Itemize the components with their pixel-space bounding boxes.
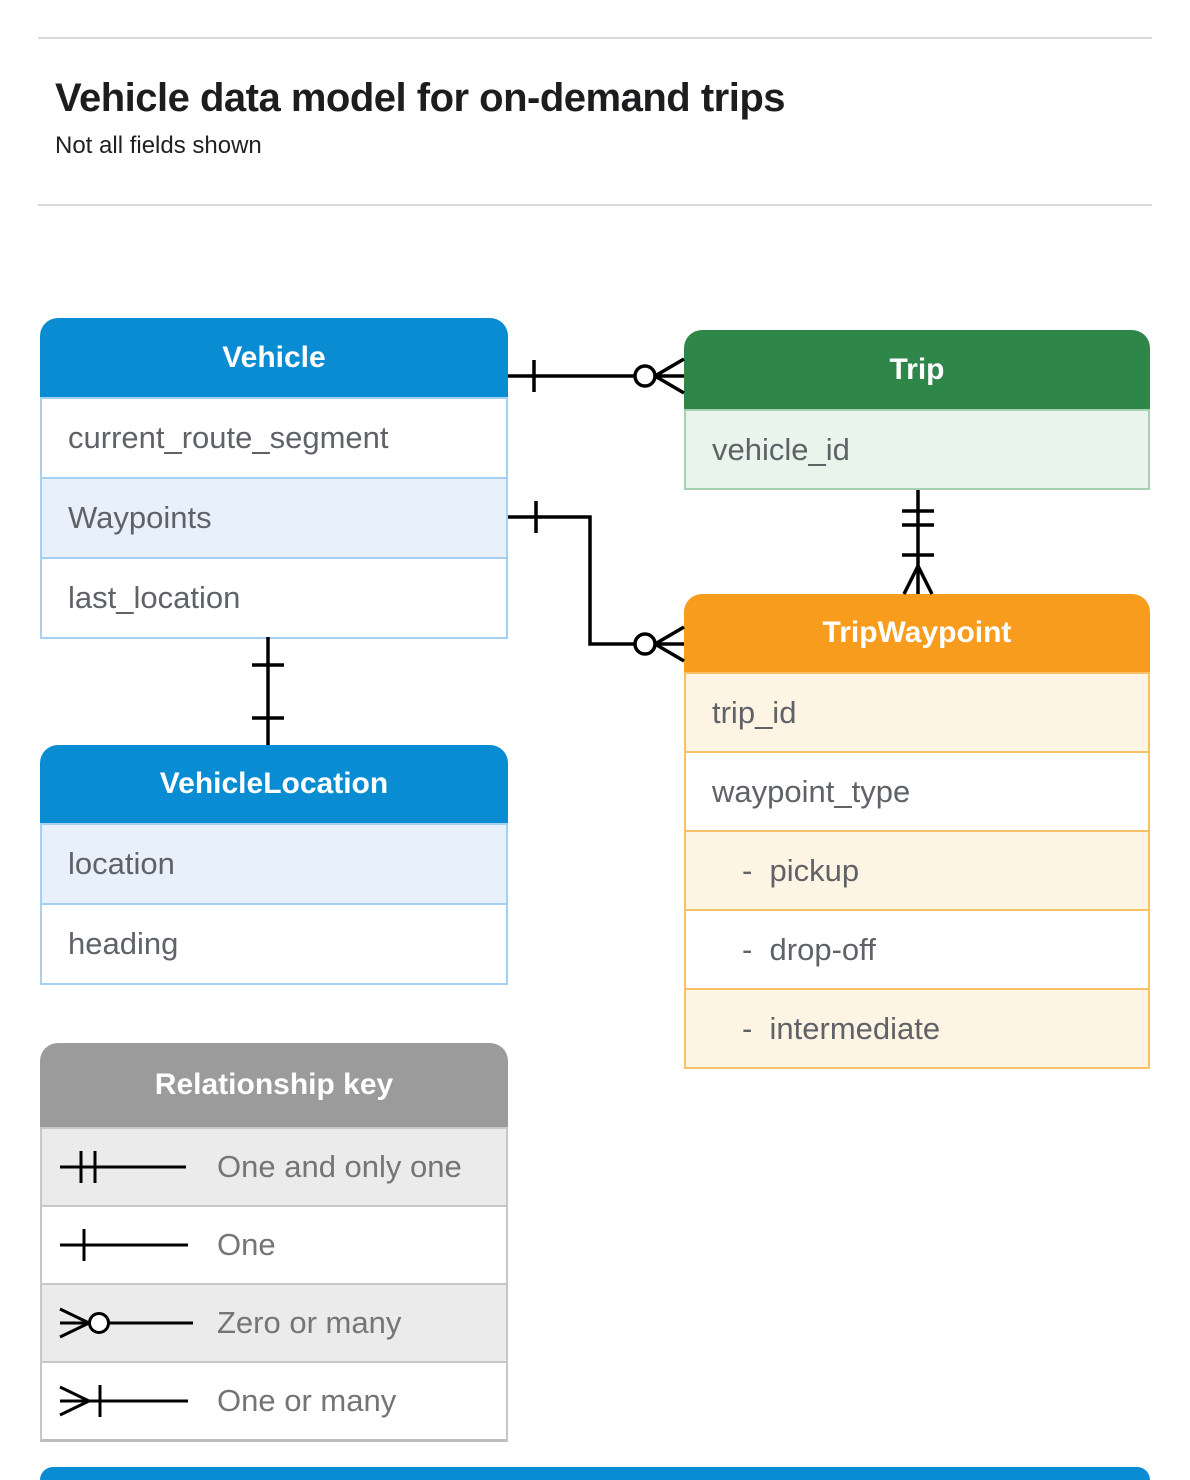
- field-trip-id: trip_id: [686, 674, 1148, 751]
- tripwaypoint-table-body: trip_id waypoint_type - pickup - drop-of…: [684, 672, 1150, 1069]
- zero-or-many-icon: [59, 1307, 193, 1339]
- relationship-key-body: One and only one One Zero or many One or…: [40, 1127, 508, 1442]
- field-vehicle-id: vehicle_id: [686, 411, 1148, 488]
- page-subtitle: Not all fields shown: [55, 132, 262, 159]
- trip-table: Trip vehicle_id: [684, 330, 1150, 490]
- field-last-location: last_location: [42, 557, 506, 637]
- key-row-one-and-only-one: One and only one: [42, 1129, 506, 1205]
- relationship-key-header: Relationship key: [40, 1043, 508, 1127]
- vehicle-table-header: Vehicle: [40, 318, 508, 397]
- vehicle-table: Vehicle current_route_segment Waypoints …: [40, 318, 508, 639]
- field-waypoints: Waypoints: [42, 477, 506, 557]
- trip-table-title: Trip: [889, 352, 945, 386]
- next-table-header-partial: [40, 1467, 1150, 1480]
- key-row-one: One: [42, 1205, 506, 1283]
- one-icon: [60, 1229, 188, 1261]
- key-label: One or many: [217, 1383, 397, 1418]
- trip-table-header: Trip: [684, 330, 1150, 409]
- connector-waypoints-tripwaypoint: [508, 501, 685, 663]
- vehiclelocation-table-body: location heading: [40, 823, 508, 985]
- key-row-one-or-many: One or many: [42, 1361, 506, 1439]
- key-label: Zero or many: [217, 1305, 402, 1340]
- enum-pickup: - pickup: [686, 830, 1148, 909]
- relationship-key: Relationship key One and only one One Ze…: [40, 1043, 508, 1442]
- field-current-route-segment: current_route_segment: [42, 399, 506, 477]
- enum-intermediate: - intermediate: [686, 988, 1148, 1067]
- enum-drop-off: - drop-off: [686, 909, 1148, 988]
- vehicle-table-body: current_route_segment Waypoints last_loc…: [40, 397, 508, 639]
- key-label: One and only one: [217, 1149, 462, 1184]
- field-waypoint-type: waypoint_type: [686, 751, 1148, 830]
- tripwaypoint-table-title: TripWaypoint: [822, 616, 1012, 649]
- vehiclelocation-table: VehicleLocation location heading: [40, 745, 508, 985]
- field-location: location: [42, 825, 506, 903]
- connector-vehicle-trip: [508, 357, 685, 395]
- tripwaypoint-table-header: TripWaypoint: [684, 594, 1150, 672]
- key-label: One: [217, 1227, 276, 1262]
- connector-trip-tripwaypoint: [902, 490, 934, 595]
- vehiclelocation-table-header: VehicleLocation: [40, 745, 508, 823]
- field-heading: heading: [42, 903, 506, 983]
- trip-table-body: vehicle_id: [684, 409, 1150, 490]
- vehiclelocation-table-title: VehicleLocation: [159, 767, 389, 800]
- one-or-many-icon: [59, 1385, 188, 1417]
- page-title: Vehicle data model for on-demand trips: [55, 76, 786, 120]
- tripwaypoint-table: TripWaypoint trip_id waypoint_type - pic…: [684, 594, 1150, 1069]
- connector-vehicle-vehiclelocation: [252, 637, 284, 745]
- top-divider: [38, 37, 1152, 39]
- relationship-key-title: Relationship key: [154, 1068, 394, 1101]
- vehicle-table-title: Vehicle: [222, 340, 326, 374]
- key-row-zero-or-many: Zero or many: [42, 1283, 506, 1361]
- title-divider: [38, 204, 1152, 206]
- one-and-only-one-icon: [60, 1151, 186, 1183]
